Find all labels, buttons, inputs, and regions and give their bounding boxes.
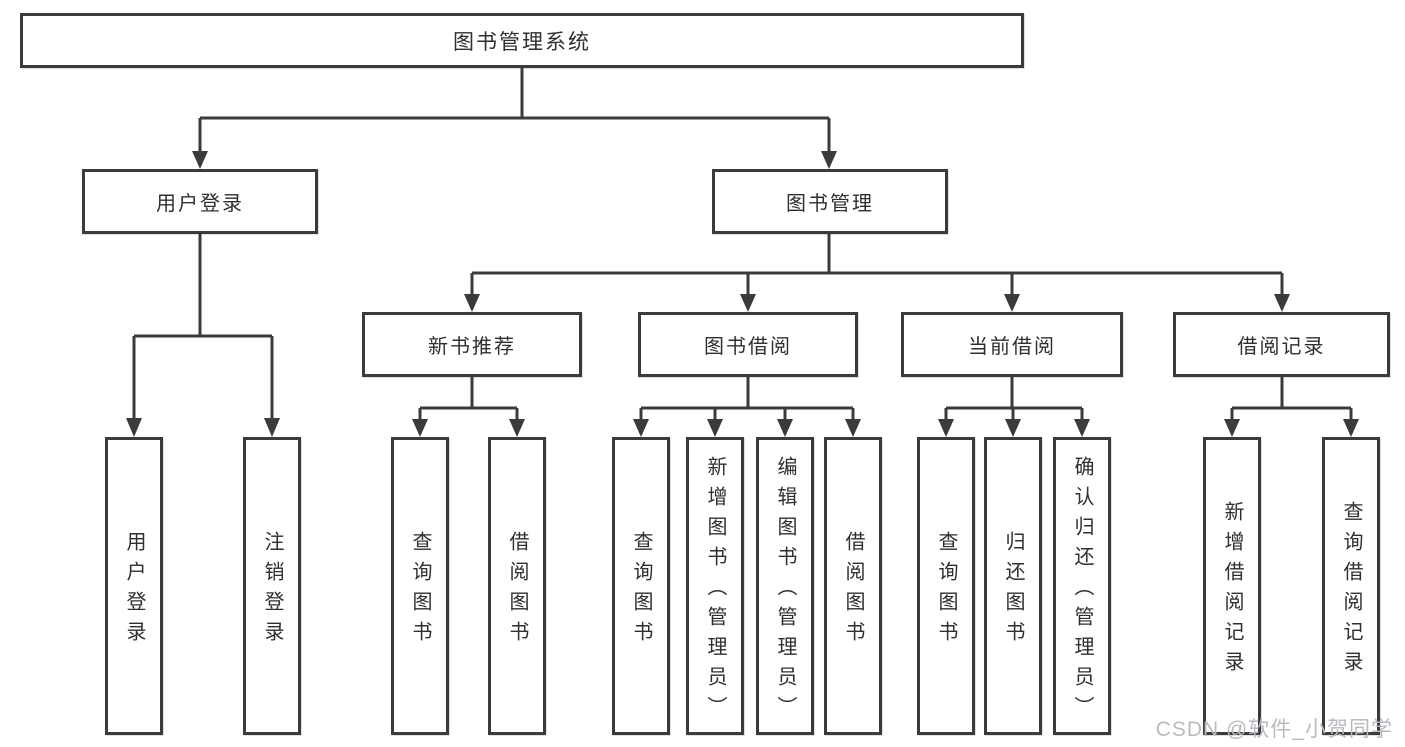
- node-label: 借阅记录: [1237, 336, 1326, 358]
- leaf-borrow-borrow-books: 借阅图书: [824, 437, 882, 735]
- node-label: 用户登录: [156, 193, 244, 215]
- leaf-new-books-borrow-books: 借阅图书: [488, 437, 546, 735]
- connector-new-books-to-leaves: [412, 377, 525, 437]
- node-label: 图书管理系统: [453, 30, 591, 54]
- leaf-label: 注销登录: [261, 531, 283, 651]
- leaf-label: 查询图书: [409, 531, 431, 651]
- leaf-records-query-record: 查询借阅记录: [1322, 437, 1380, 735]
- node-library-management-system: 图书管理系统: [20, 13, 1024, 68]
- leaf-label: 查询借阅记录: [1340, 501, 1362, 681]
- node-label: 图书借阅: [704, 336, 792, 358]
- node-borrow-records: 借阅记录: [1173, 312, 1390, 377]
- node-book-management: 图书管理: [712, 169, 948, 234]
- leaf-label: 借阅图书: [842, 531, 864, 651]
- node-label: 图书管理: [786, 193, 874, 215]
- connector-book-borrow-to-leaves: [633, 377, 861, 437]
- node-new-book-recommend: 新书推荐: [362, 312, 582, 377]
- leaf-new-books-query-books: 查询图书: [391, 437, 449, 735]
- connector-borrow-records-to-leaves: [1224, 377, 1359, 437]
- leaf-label: 新增借阅记录: [1221, 501, 1243, 681]
- leaf-label: 查询图书: [935, 531, 957, 651]
- leaf-current-return-books: 归还图书: [984, 437, 1042, 735]
- leaf-label: 借阅图书: [506, 531, 528, 651]
- leaf-label: 归还图书: [1002, 531, 1024, 651]
- node-label: 新书推荐: [428, 336, 516, 358]
- connector-user-login-to-leaves: [126, 234, 280, 437]
- node-label: 当前借阅: [968, 336, 1056, 358]
- leaf-user-login: 用户登录: [105, 437, 163, 735]
- leaf-label: 查询图书: [630, 531, 652, 651]
- leaf-logout: 注销登录: [243, 437, 301, 735]
- leaf-current-query-books: 查询图书: [917, 437, 975, 735]
- leaf-label: 确认归还（管理员）: [1071, 456, 1093, 726]
- leaf-current-confirm-return-admin: 确认归还（管理员）: [1053, 437, 1111, 735]
- node-book-borrow: 图书借阅: [638, 312, 858, 377]
- leaf-label: 用户登录: [123, 531, 145, 651]
- leaf-label: 新增图书（管理员）: [704, 456, 726, 726]
- leaf-records-add-record: 新增借阅记录: [1203, 437, 1261, 735]
- connector-root-to-level2: [192, 68, 837, 169]
- leaf-borrow-edit-books-admin: 编辑图书（管理员）: [756, 437, 814, 735]
- node-current-borrow: 当前借阅: [901, 312, 1123, 377]
- connector-current-borrow-to-leaves: [938, 377, 1090, 437]
- leaf-label: 编辑图书（管理员）: [774, 456, 796, 726]
- connector-book-management-to-level3: [464, 234, 1290, 312]
- leaf-borrow-query-books: 查询图书: [612, 437, 670, 735]
- node-user-login: 用户登录: [82, 169, 318, 234]
- leaf-borrow-add-books-admin: 新增图书（管理员）: [686, 437, 744, 735]
